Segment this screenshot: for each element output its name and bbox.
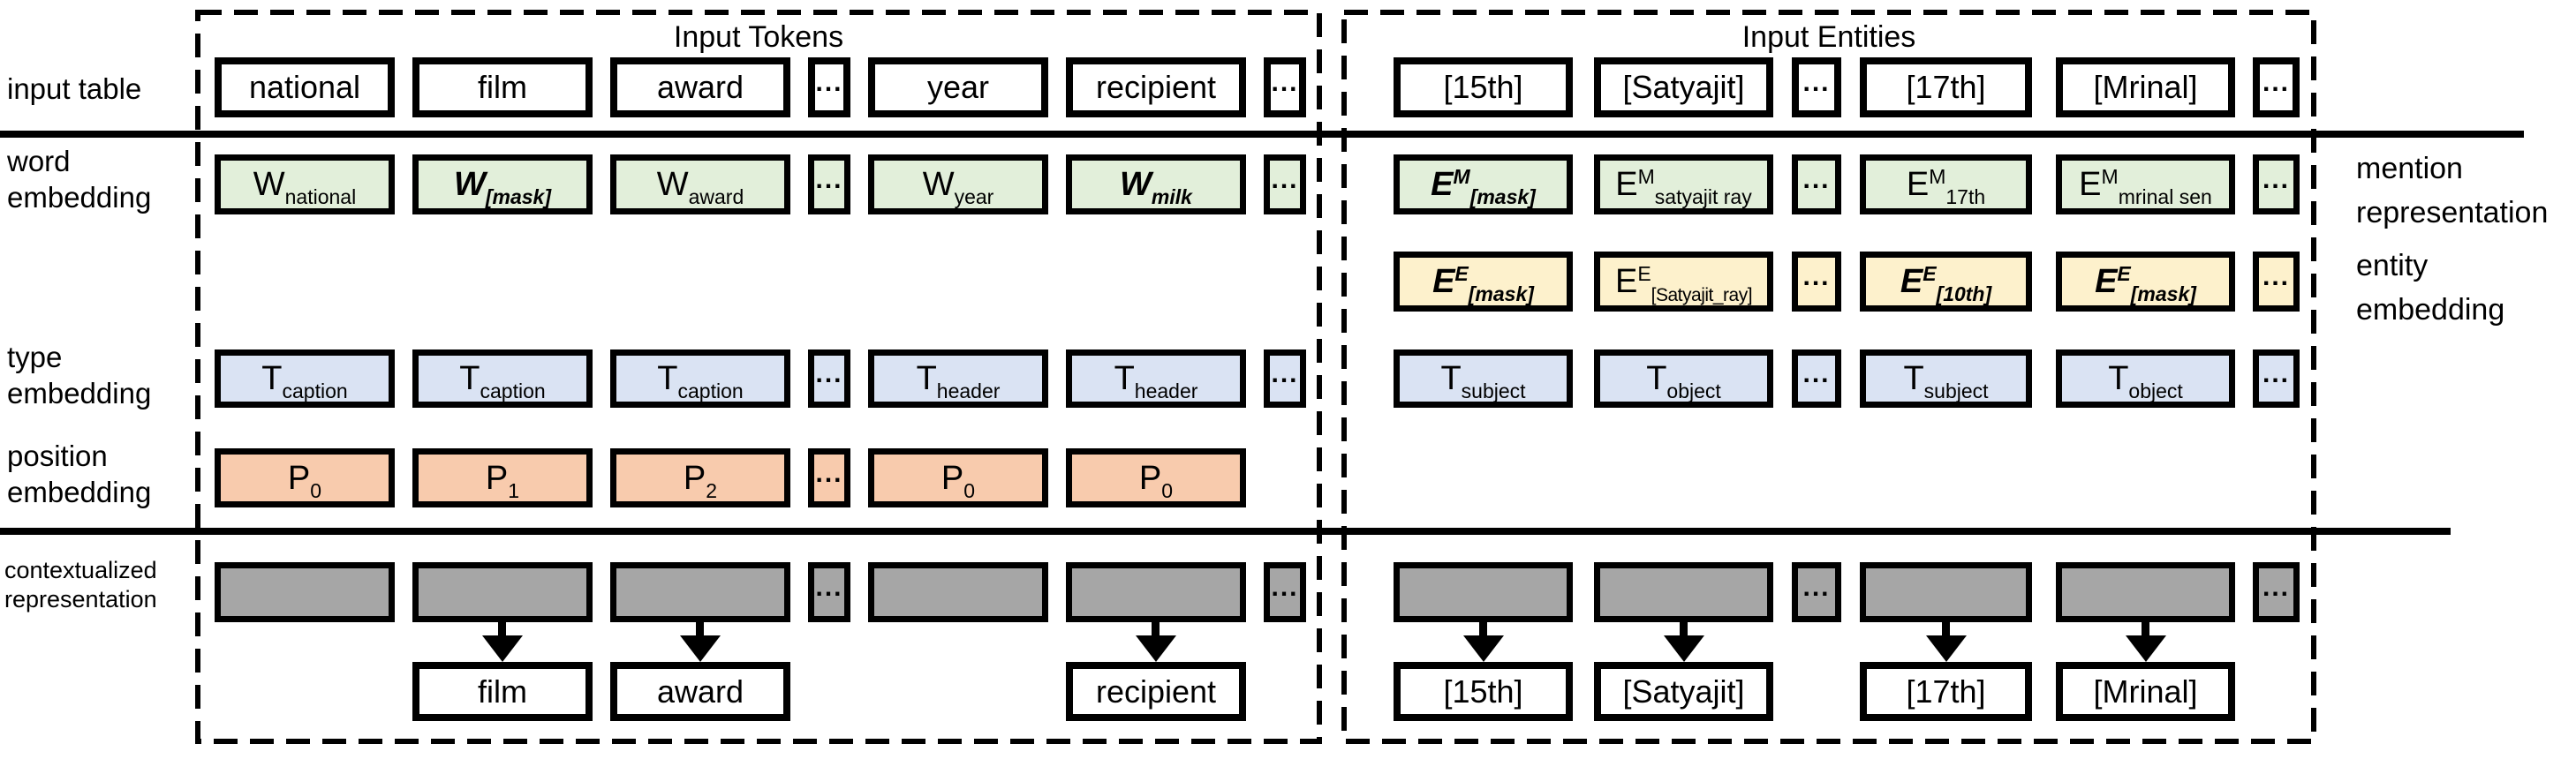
prediction-arrow bbox=[482, 622, 523, 662]
contextualized-representation-box bbox=[1594, 562, 1773, 622]
predicted-entity-15th: [15th] bbox=[1394, 662, 1573, 721]
position-embedding-0c: P0 bbox=[1066, 448, 1246, 507]
ellipsis-box: ... bbox=[1264, 349, 1306, 408]
input-entity-15th: [15th] bbox=[1394, 57, 1573, 117]
word-embedding-milk: Wmilk bbox=[1066, 154, 1246, 214]
prediction-arrow bbox=[1463, 622, 1504, 662]
prediction-arrow bbox=[1664, 622, 1704, 662]
input-entity-mrinal: [Mrinal] bbox=[2056, 57, 2235, 117]
word-embedding-award: Waward bbox=[610, 154, 790, 214]
predicted-token-recipient: recipient bbox=[1066, 662, 1246, 721]
input-tokens-title: Input Tokens bbox=[673, 20, 844, 54]
tokens-group-outline bbox=[195, 10, 1322, 744]
prediction-arrow bbox=[2126, 622, 2166, 662]
ellipsis-box: ... bbox=[1792, 349, 1841, 408]
ellipsis-box: ... bbox=[808, 448, 850, 507]
ellipsis-box: ... bbox=[808, 57, 850, 117]
ellipsis-box: ... bbox=[808, 154, 850, 214]
input-entities-title: Input Entities bbox=[1741, 20, 1916, 54]
position-embedding-0b: P0 bbox=[868, 448, 1048, 507]
label-entity-embedding: entity embedding bbox=[2356, 249, 2505, 327]
prediction-arrow bbox=[1926, 622, 1967, 662]
input-token-year: year bbox=[868, 57, 1048, 117]
ellipsis-box: ... bbox=[2253, 252, 2300, 312]
word-embedding-national: Wnational bbox=[215, 154, 395, 214]
input-entity-17th: [17th] bbox=[1860, 57, 2032, 117]
label-type-embedding: type embedding bbox=[7, 341, 152, 410]
entity-embedding-mask-1: EE[mask] bbox=[1394, 252, 1573, 312]
ellipsis-box: ... bbox=[2253, 562, 2300, 622]
contextualized-representation-box bbox=[1394, 562, 1573, 622]
mention-embedding-satyajit-ray: EMsatyajit ray bbox=[1594, 154, 1773, 214]
prediction-arrow bbox=[680, 622, 721, 662]
ellipsis-box: ... bbox=[808, 349, 850, 408]
input-token-award: award bbox=[610, 57, 790, 117]
label-mention-representation: mention representation bbox=[2356, 152, 2549, 229]
predicted-token-award: award bbox=[610, 662, 790, 721]
input-token-film: film bbox=[412, 57, 593, 117]
contextualized-representation-box bbox=[610, 562, 790, 622]
position-embedding-2: P2 bbox=[610, 448, 790, 507]
ellipsis-box: ... bbox=[1792, 252, 1841, 312]
type-embedding-subject-1: Tsubject bbox=[1394, 349, 1573, 408]
type-embedding-header-2: Theader bbox=[1066, 349, 1246, 408]
type-embedding-caption-2: Tcaption bbox=[412, 349, 593, 408]
mention-embedding-17th: EM17th bbox=[1860, 154, 2032, 214]
input-token-national: national bbox=[215, 57, 395, 117]
ellipsis-box: ... bbox=[2253, 349, 2300, 408]
position-embedding-1: P1 bbox=[412, 448, 593, 507]
type-embedding-object-2: Tobject bbox=[2056, 349, 2235, 408]
label-input-table: input table bbox=[7, 72, 142, 105]
ellipsis-box: ... bbox=[1264, 57, 1306, 117]
predicted-entity-satyajit: [Satyajit] bbox=[1594, 662, 1773, 721]
contextualized-representation-box bbox=[1066, 562, 1246, 622]
type-embedding-header-1: Theader bbox=[868, 349, 1048, 408]
type-embedding-caption-3: Tcaption bbox=[610, 349, 790, 408]
contextualized-representation-box bbox=[412, 562, 593, 622]
ellipsis-box: ... bbox=[1792, 57, 1841, 117]
type-embedding-object-1: Tobject bbox=[1594, 349, 1773, 408]
ellipsis-box: ... bbox=[1264, 154, 1306, 214]
label-position-embedding: position embedding bbox=[7, 440, 152, 508]
position-embedding-0a: P0 bbox=[215, 448, 395, 507]
ellipsis-box: ... bbox=[808, 562, 850, 622]
word-embedding-mask: W[mask] bbox=[412, 154, 593, 214]
type-embedding-caption-1: Tcaption bbox=[215, 349, 395, 408]
predicted-entity-17th: [17th] bbox=[1860, 662, 2032, 721]
ellipsis-box: ... bbox=[1264, 562, 1306, 622]
entity-embedding-10th: EE[10th] bbox=[1860, 252, 2032, 312]
mention-embedding-mask: EM[mask] bbox=[1394, 154, 1573, 214]
predicted-token-film: film bbox=[412, 662, 593, 721]
contextualized-representation-box bbox=[215, 562, 395, 622]
contextualized-representation-box bbox=[2056, 562, 2235, 622]
entity-embedding-mask-2: EE[mask] bbox=[2056, 252, 2235, 312]
type-embedding-subject-2: Tsubject bbox=[1860, 349, 2032, 408]
mention-embedding-mrinal-sen: EMmrinal sen bbox=[2056, 154, 2235, 214]
label-word-embedding: word embedding bbox=[7, 145, 152, 214]
ellipsis-box: ... bbox=[1792, 154, 1841, 214]
input-entity-satyajit: [Satyajit] bbox=[1594, 57, 1773, 117]
prediction-arrow bbox=[1136, 622, 1176, 662]
word-embedding-year: Wyear bbox=[868, 154, 1048, 214]
predicted-entity-mrinal: [Mrinal] bbox=[2056, 662, 2235, 721]
label-contextualized-representation: contextualized representation bbox=[4, 557, 157, 612]
entity-embedding-satyajit-ray: EE[Satyajit_ray] bbox=[1594, 252, 1773, 312]
ellipsis-box: ... bbox=[1792, 562, 1841, 622]
contextualized-representation-box bbox=[1860, 562, 2032, 622]
entities-group-outline bbox=[1341, 10, 2316, 744]
input-token-recipient: recipient bbox=[1066, 57, 1246, 117]
ellipsis-box: ... bbox=[2253, 154, 2300, 214]
contextualized-representation-box bbox=[868, 562, 1048, 622]
ellipsis-box: ... bbox=[2253, 57, 2300, 117]
